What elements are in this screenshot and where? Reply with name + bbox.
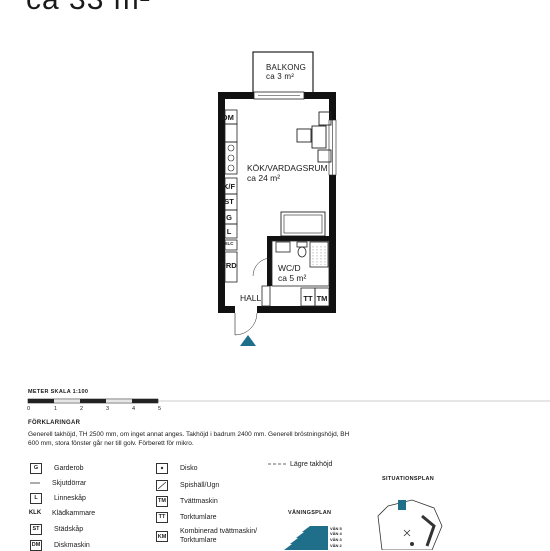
tt-box: TT (303, 294, 313, 303)
legend-item-spishall: Spishäll/Ugn (156, 479, 219, 491)
tm-box: TM (316, 294, 328, 303)
scale-bar (27, 398, 550, 404)
hall-name: HALL (240, 293, 262, 303)
floor-tag-4: VÅN 4 (330, 531, 342, 536)
kitchen-name: KÖK/VARDAGSRUM (247, 163, 328, 173)
entrance-marker-icon (240, 335, 256, 346)
sink-icon (156, 462, 168, 474)
scale-tick-2: 2 (80, 406, 84, 412)
legend-item-tvattmaskin: TM Tvättmaskin (156, 495, 218, 507)
site-plan-title: SITUATIONSPLAN (382, 476, 435, 482)
elc-box: ELC (224, 241, 234, 246)
apartment-area-heading: ca 33 m² (26, 0, 151, 17)
scale-tick-5: 5 (158, 406, 162, 412)
g-box: G (226, 213, 232, 222)
floor-tag-2: VÅN 2 (330, 543, 342, 548)
site-plan-graphic (377, 499, 443, 550)
legend-item-torktumlare: TT Torktumlare (156, 511, 217, 523)
scale-tick-4: 4 (132, 406, 136, 412)
balcony-outline (252, 51, 314, 95)
legend-item-lagre-takhojd: Lägre takhöjd (268, 458, 332, 470)
scale-tick-3: 3 (106, 406, 110, 412)
legend-item-linneskap: L Linneskåp (30, 492, 86, 504)
bathroom-name: WC/D (278, 263, 301, 273)
dashed-line-icon (268, 463, 286, 465)
balcony-area: ca 3 m² (266, 72, 295, 81)
kf-box: K/F (222, 182, 236, 191)
floor-stack-graphic (284, 526, 328, 550)
st-box: ST (224, 197, 234, 206)
scale-tick-0: 0 (27, 406, 31, 412)
floor-plan (218, 51, 337, 346)
scale-header: METER SKALA 1:100 (28, 389, 89, 395)
legend-item-diskmaskin: DM Diskmaskin (30, 539, 90, 551)
legend-title: FÖRKLARINGAR (28, 420, 81, 426)
kitchen-area: ca 24 m² (247, 173, 281, 183)
legend-item-stadskap: ST Städskåp (30, 523, 83, 535)
legend-symbol: G (30, 462, 42, 474)
legend-item-garderob: G Garderob (30, 462, 84, 474)
dm-box: DM (222, 113, 234, 122)
sliding-door-icon (30, 479, 40, 488)
legend-description: Generell takhöjd, TH 2500 mm, om inget a… (28, 431, 350, 447)
floor-tag-3: VÅN 3 (330, 537, 342, 542)
legend-item-kombinerad: KM Kombinerad tvättmaskin/ Torktumlare (156, 528, 258, 544)
frd-box: FRD (221, 261, 237, 270)
floor-tag-5: VÅN 5 (330, 526, 342, 531)
scale-tick-1: 1 (54, 406, 58, 412)
balcony-name: BALKONG (266, 63, 307, 72)
stove-icon (156, 479, 168, 491)
legend-item-kladkammare: KLK Klädkammare (28, 509, 96, 517)
bathroom-area: ca 5 m² (278, 273, 307, 283)
legend-item-skjutdorrar: Skjutdörrar (30, 477, 86, 489)
floor-plan-title: VÅNINGSPLAN (288, 510, 332, 516)
legend-item-disko: Disko (156, 462, 198, 474)
l-box: L (226, 227, 232, 236)
